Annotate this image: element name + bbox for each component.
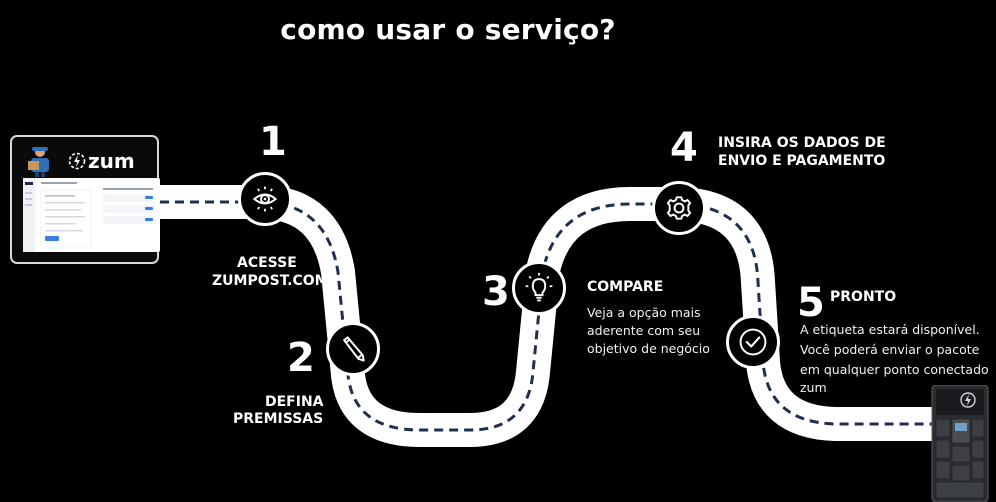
- step-2-label-line1: DEFINA: [265, 394, 324, 410]
- step-5-desc-line1: A etiqueta estará disponível.: [800, 322, 980, 337]
- step-4-number: 4: [670, 125, 698, 171]
- laptop-screenshot: zum: [10, 135, 160, 264]
- lightbulb-icon: [525, 272, 553, 302]
- step-4-circle: [652, 181, 706, 235]
- gear-icon: [666, 196, 692, 220]
- step-3-circle: [512, 261, 566, 315]
- step-3-desc-line1: Veja a opção mais: [587, 305, 701, 320]
- step-5-circle: [726, 315, 780, 369]
- pencil-icon: [343, 336, 365, 362]
- page-title: como usar o serviço?: [280, 13, 616, 46]
- step-5-desc-line4: zum: [800, 380, 827, 395]
- step-3-label: COMPARE: [587, 279, 664, 295]
- step-5-desc-line3: em qualquer ponto conectado: [800, 362, 989, 377]
- brand-logo: zum: [88, 149, 135, 173]
- step-2-number: 2: [287, 335, 315, 381]
- step-2-label-line2: PREMISSAS: [233, 411, 324, 427]
- step-4-label-line2: ENVIO E PAGAMENTO: [718, 153, 886, 169]
- step-1-number: 1: [259, 119, 287, 165]
- check-icon: [739, 328, 767, 356]
- step-2-circle: [326, 322, 380, 376]
- step-1-label-line1: ACESSE: [237, 255, 297, 271]
- parcel-locker-image: [931, 385, 989, 502]
- step-5-label: PRONTO: [830, 289, 897, 305]
- step-5-number: 5: [797, 280, 825, 326]
- step-3-desc-line2: aderente com seu: [587, 323, 701, 338]
- eye-icon: [252, 186, 278, 212]
- step-3-number: 3: [482, 269, 510, 315]
- laptop-screen: [23, 178, 160, 252]
- step-1-circle: [238, 172, 292, 226]
- step-4-label-line1: INSIRA OS DADOS DE: [718, 135, 886, 151]
- step-3-desc-line3: objetivo de negócio: [587, 341, 710, 356]
- step-1-label-line2: ZUMPOST.COM: [212, 273, 329, 289]
- step-5-desc-line2: Você poderá enviar o pacote: [800, 342, 980, 357]
- courier-icon: [28, 147, 49, 177]
- zum-bolt-logo-icon: [68, 152, 86, 170]
